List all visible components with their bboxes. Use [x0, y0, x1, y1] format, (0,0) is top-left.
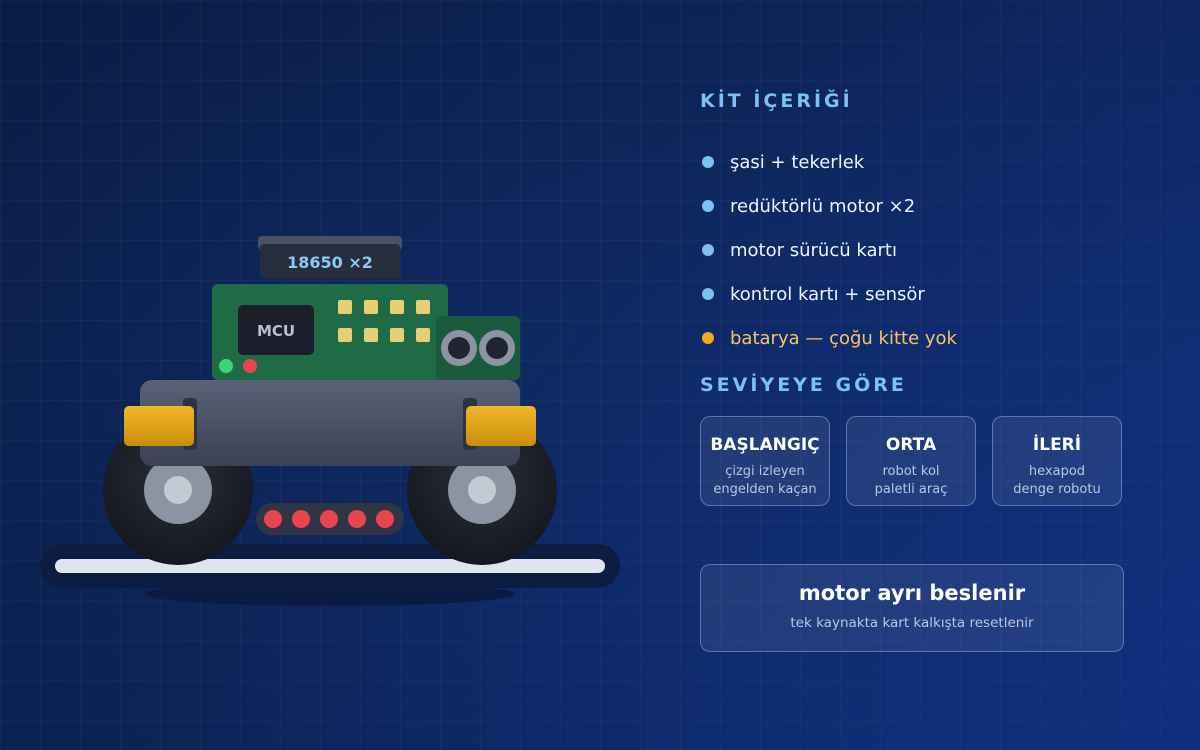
robot-illustration: 18650 ×2 MCU	[40, 236, 620, 606]
kit-item-label: şasi + tekerlek	[730, 151, 865, 173]
levels-title: SEVİYEYE GÖRE	[700, 374, 907, 396]
battery-pack: 18650 ×2	[258, 236, 402, 278]
kit-item-battery-warning: batarya — çoğu kitte yok	[700, 316, 957, 360]
level-name: İLERİ	[1032, 435, 1082, 455]
level-name: BAŞLANGIÇ	[710, 435, 820, 455]
level-example-1: hexapod	[1028, 464, 1086, 479]
level-card-advanced: İLERİ hexapod denge robotu	[992, 416, 1122, 506]
bullet-dot-icon	[702, 288, 714, 300]
kit-item-chassis: şasi + tekerlek	[700, 140, 957, 184]
controller-board: MCU	[212, 284, 448, 380]
level-card-intermediate: ORTA robot kol paletli araç	[846, 416, 976, 506]
ultrasonic-sensor	[436, 316, 520, 380]
level-name: ORTA	[885, 435, 937, 455]
chassis	[140, 380, 520, 466]
level-description: çizgi izleyen engelden kaçan	[701, 463, 829, 499]
level-example-2: paletli araç	[874, 482, 948, 497]
kit-contents-title: KİT İÇERİĞİ	[700, 90, 853, 112]
level-example-1: robot kol	[882, 464, 940, 479]
mcu-chip	[238, 305, 314, 355]
bullet-dot-icon	[702, 244, 714, 256]
level-example-1: çizgi izleyen	[725, 464, 805, 479]
status-led-red	[243, 359, 257, 373]
right-bumper	[466, 406, 536, 446]
kit-item-motor: redüktörlü motor ×2	[700, 184, 957, 228]
kit-item-label: kontrol kartı + sensör	[730, 283, 925, 305]
mcu-label: MCU	[257, 322, 295, 340]
kit-item-label: batarya — çoğu kitte yok	[730, 327, 957, 349]
level-example-2: engelden kaçan	[713, 482, 817, 497]
kit-contents-list: şasi + tekerlek redüktörlü motor ×2 moto…	[700, 140, 957, 360]
header-pins	[338, 300, 430, 342]
note-subtitle: tek kaynakta kart kalkışta resetlenir	[790, 615, 1034, 631]
status-led-green	[219, 359, 233, 373]
bullet-dot-icon	[702, 200, 714, 212]
level-description: hexapod denge robotu	[993, 463, 1121, 499]
level-example-2: denge robotu	[1013, 482, 1101, 497]
kit-item-motor-driver: motor sürücü kartı	[700, 228, 957, 272]
left-bumper	[124, 406, 194, 446]
battery-label: 18650 ×2	[287, 253, 373, 272]
kit-item-label: motor sürücü kartı	[730, 239, 897, 261]
note-title: motor ayrı beslenir	[798, 581, 1026, 605]
kit-item-control-board: kontrol kartı + sensör	[700, 272, 957, 316]
bullet-dot-icon	[702, 156, 714, 168]
track-line	[55, 559, 605, 573]
warning-dot-icon	[702, 332, 714, 344]
kit-item-label: redüktörlü motor ×2	[730, 195, 916, 217]
level-description: robot kol paletli araç	[847, 463, 975, 499]
line-sensor-array	[256, 503, 404, 535]
power-note-card: motor ayrı beslenir tek kaynakta kart ka…	[700, 564, 1124, 652]
level-card-beginner: BAŞLANGIÇ çizgi izleyen engelden kaçan	[700, 416, 830, 506]
